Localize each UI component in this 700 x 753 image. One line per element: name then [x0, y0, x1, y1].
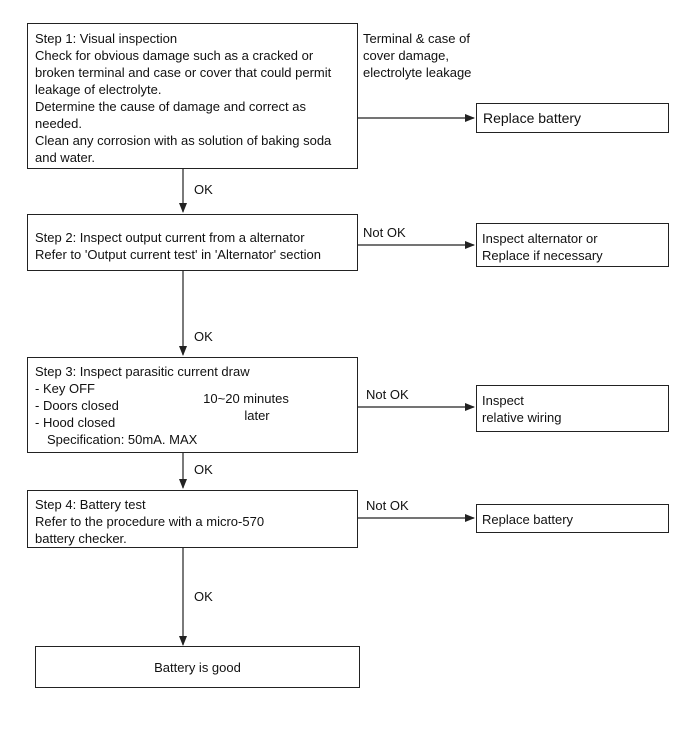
step1-box: Step 1: Visual inspection Check for obvi… — [27, 23, 358, 169]
step1-condition-line: electrolyte leakage — [363, 65, 472, 80]
step2-result-line: Replace if necessary — [482, 248, 603, 263]
ok-label-4: OK — [194, 589, 213, 604]
step4-line: Refer to the procedure with a micro-570 — [35, 514, 265, 529]
step3-title: Step 3: Inspect parasitic current draw — [35, 364, 250, 379]
step4-result-label: Replace battery — [482, 512, 574, 527]
step3-result-line: Inspect — [482, 393, 524, 408]
step1-line: needed. — [35, 116, 82, 131]
step4-condition-label: Not OK — [366, 498, 409, 513]
step1-line: Clean any corrosion with as solution of … — [35, 133, 332, 148]
step3-item: - Doors closed — [35, 398, 119, 413]
step1-result-box: Replace battery — [476, 103, 669, 133]
step4-line: battery checker. — [35, 531, 127, 546]
step3-result-line: relative wiring — [482, 410, 562, 425]
step3-box: Step 3: Inspect parasitic current draw -… — [27, 357, 358, 453]
step2-result-line: Inspect alternator or — [482, 231, 598, 246]
step3-timing-label: 10~20 minutes later — [201, 390, 291, 424]
step3-condition-label: Not OK — [366, 387, 409, 402]
step1-line: leakage of electrolyte. — [35, 82, 162, 97]
step2-box: Step 2: Inspect output current from a al… — [27, 214, 358, 271]
step1-condition-line: Terminal & case of — [363, 31, 470, 46]
step4-line: Step 4: Battery test — [35, 497, 146, 512]
step1-result-label: Replace battery — [483, 110, 582, 126]
step3-item: - Hood closed — [35, 415, 116, 430]
step2-condition-label: Not OK — [363, 225, 406, 240]
step2-result-box: Inspect alternator or Replace if necessa… — [476, 223, 669, 267]
ok-label-1: OK — [194, 182, 213, 197]
step2-line: Step 2: Inspect output current from a al… — [35, 230, 305, 245]
step1-line: broken terminal and case or cover that c… — [35, 65, 332, 80]
step3-timing-line: later — [244, 408, 270, 423]
ok-label-3: OK — [194, 462, 213, 477]
step4-box: Step 4: Battery test Refer to the proced… — [27, 490, 358, 548]
step2-line: Refer to 'Output current test' in 'Alter… — [35, 247, 321, 262]
step1-condition-line: cover damage, — [363, 48, 449, 63]
step3-spec: Specification: 50mA. MAX — [47, 432, 198, 447]
step1-line: and water. — [35, 150, 95, 165]
final-box: Battery is good — [35, 646, 360, 688]
final-label: Battery is good — [154, 660, 241, 675]
step3-item: - Key OFF — [35, 381, 95, 396]
step1-line: Determine the cause of damage and correc… — [35, 99, 306, 114]
ok-label-2: OK — [194, 329, 213, 344]
step4-result-box: Replace battery — [476, 504, 669, 533]
step1-line: Step 1: Visual inspection — [35, 31, 178, 46]
step1-line: Check for obvious damage such as a crack… — [35, 48, 314, 63]
step3-timing-line: 10~20 minutes — [203, 391, 289, 406]
step1-condition-label: Terminal & case of cover damage, electro… — [363, 30, 471, 81]
step3-result-box: Inspect relative wiring — [476, 385, 669, 432]
